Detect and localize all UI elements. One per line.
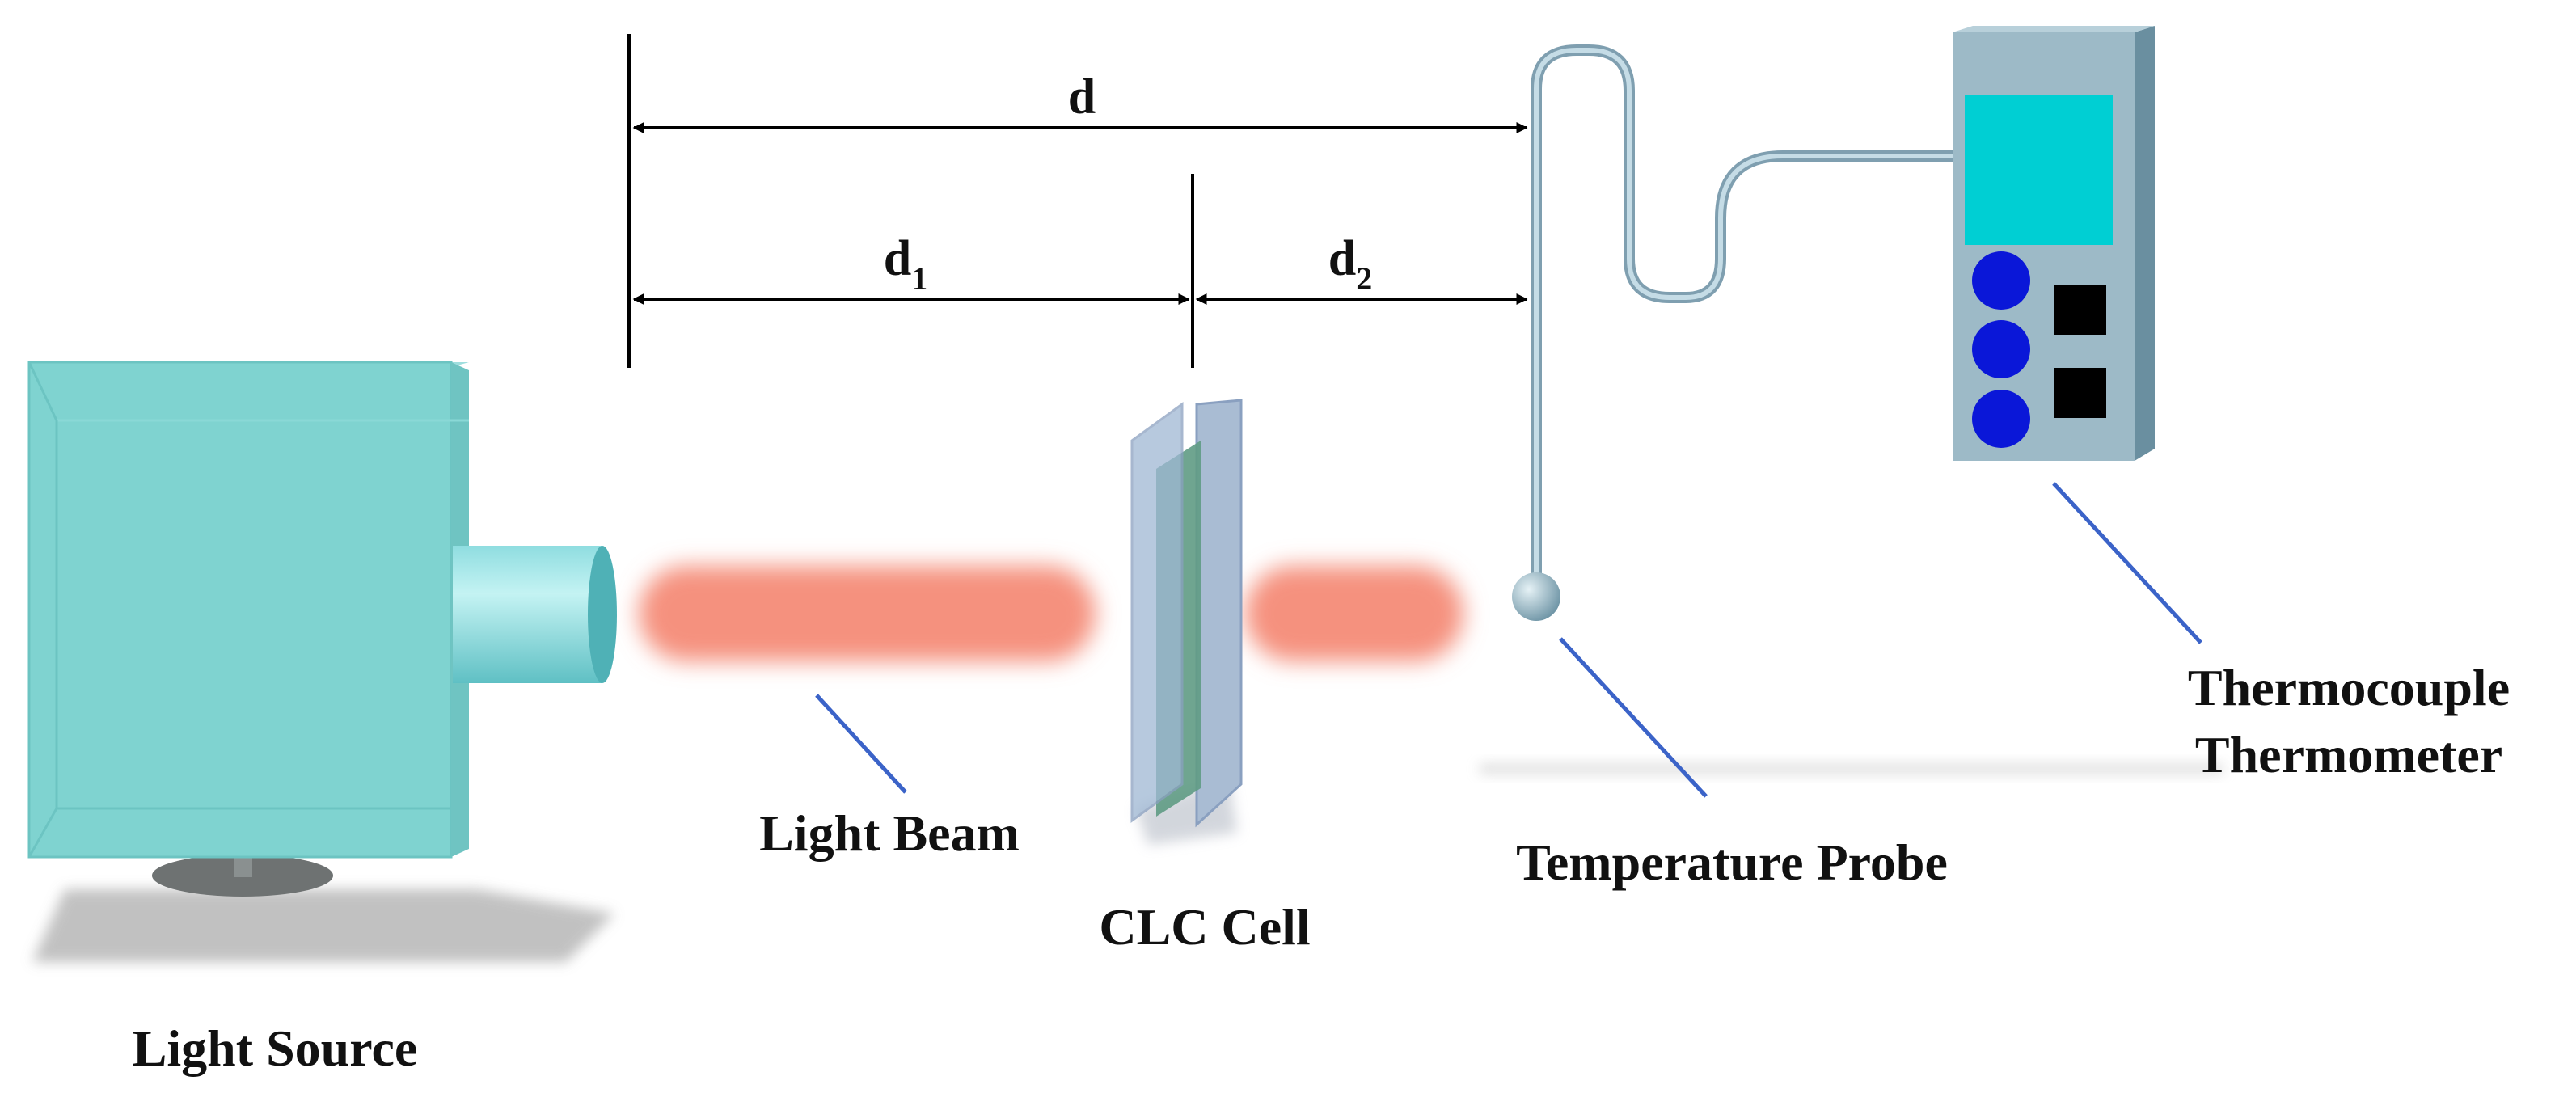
label-temperature-probe: Temperature Probe: [1516, 834, 1948, 891]
thermometer-button-1: [1972, 251, 2030, 310]
light-source: [27, 361, 617, 962]
light-source-box-front: [27, 361, 453, 859]
light-beam-segment-1: [639, 566, 1096, 661]
clc-cell-front-plate: [1130, 402, 1184, 823]
light-beam-group: [639, 566, 1463, 661]
floor-reflection: [1480, 764, 2223, 774]
thermocouple-thermometer: [1953, 26, 2155, 461]
label-light-source: Light Source: [133, 1019, 418, 1077]
label-thermometer-line-2: Thermometer: [2195, 726, 2502, 783]
dimension-label-d1: d1: [884, 231, 927, 297]
thermometer-top: [1953, 26, 2155, 32]
thermometer-button-3: [1972, 390, 2030, 448]
leader-lines: [815, 482, 2202, 798]
thermometer-key-1: [2054, 285, 2106, 335]
temperature-probe: [1512, 44, 1962, 621]
label-clc-cell: CLC Cell: [1099, 898, 1310, 956]
clc-cell-back-plate: [1195, 399, 1243, 828]
thermometer-screen: [1965, 95, 2113, 245]
dimension-label-d2: d2: [1328, 231, 1372, 297]
leader-line-beam: [815, 694, 907, 794]
label-light-beam: Light Beam: [759, 804, 1020, 862]
probe-tip: [1512, 572, 1560, 621]
clc-cell: [1130, 399, 1243, 845]
probe-cable: [1531, 44, 1962, 594]
label-thermometer-line-1: Thermocouple: [2188, 659, 2510, 716]
dimension-label-d: d: [1068, 70, 1096, 125]
thermometer-button-2: [1972, 320, 2030, 378]
leader-line-probe: [1559, 637, 1708, 798]
thermometer-key-2: [2054, 368, 2106, 418]
thermometer-side: [2135, 26, 2155, 461]
light-source-lens-tube: [453, 546, 602, 683]
light-beam-segment-2: [1245, 566, 1463, 661]
dimension-lines: [627, 34, 1528, 368]
light-source-lens-end: [588, 546, 617, 683]
leader-line-thermometer: [2052, 482, 2202, 644]
light-source-shadow: [32, 889, 614, 962]
